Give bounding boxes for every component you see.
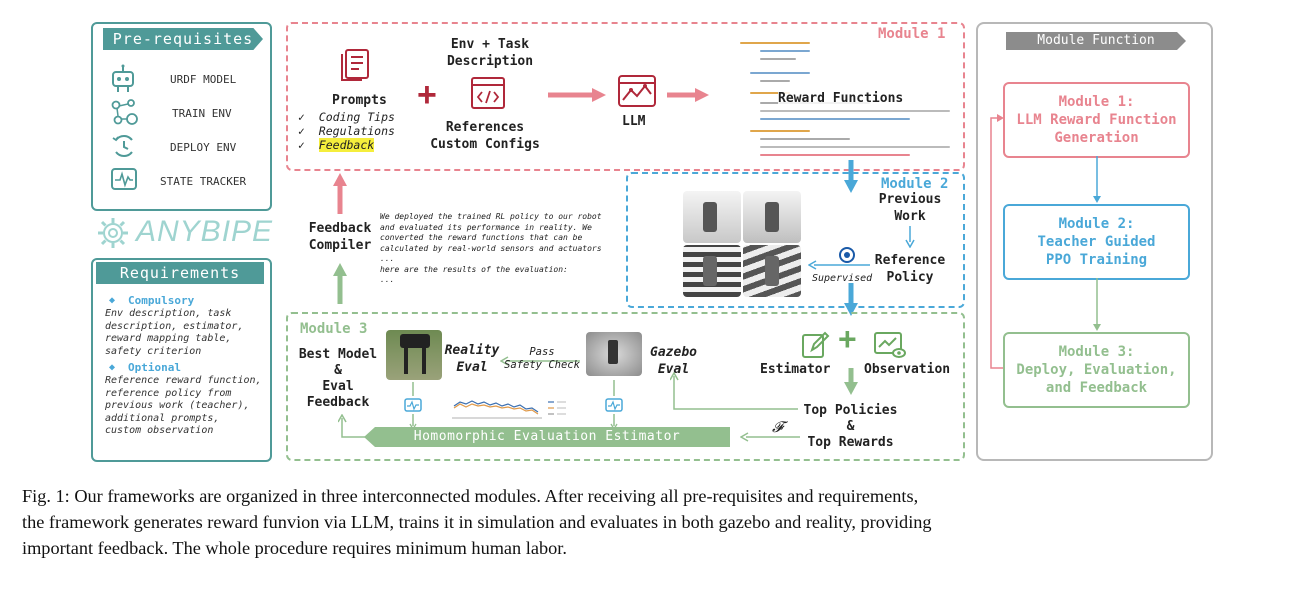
- prompt-item-coding: ✓ Coding Tips: [298, 110, 395, 124]
- module-function-title: Module Function: [1006, 32, 1186, 50]
- arrow-down-small: [409, 382, 417, 398]
- code-snippet: [736, 40, 956, 158]
- reward-functions-label: Reward Functions: [778, 91, 904, 106]
- pass-arrow: [500, 356, 580, 366]
- arrow-down-blue: [1092, 156, 1102, 204]
- pass-safety-label: Pass Safety Check: [504, 346, 580, 371]
- compulsory-label: Compulsory: [128, 294, 195, 307]
- arrow-down-green: [843, 368, 859, 396]
- arrow-down-blue: [843, 283, 859, 317]
- network-icon: [110, 98, 140, 128]
- deploy-cycle-icon: [110, 132, 138, 160]
- optional-label: Optional: [128, 361, 181, 374]
- module-function-box-3: Module 3:Deploy, Evaluation,and Feedback: [1003, 332, 1190, 408]
- robot-figure: [703, 202, 717, 232]
- module1-label: Module 1: [878, 26, 946, 42]
- estimator-bar: [364, 427, 730, 447]
- compulsory-text: Env description, task description, estim…: [105, 308, 244, 357]
- pulse-monitor-icon: [605, 398, 623, 412]
- robot-icon: [110, 64, 136, 94]
- top-policies-label: Top Policies & Top Rewards: [803, 403, 898, 450]
- supervised-label: Supervised: [812, 273, 873, 284]
- plus-icon-green: +: [838, 321, 857, 357]
- optional-text: Reference reward function, reference pol…: [105, 375, 262, 436]
- mini-plot: [450, 392, 576, 424]
- estimator-bar-label: Homomorphic Evaluation Estimator: [413, 429, 681, 444]
- prereq-panel: [91, 22, 272, 211]
- prompts-title: Prompts: [332, 93, 387, 108]
- robot-figure: [765, 202, 779, 232]
- arrow-right: [548, 87, 608, 103]
- diamond-icon: ◆: [109, 295, 116, 306]
- references-label: References Custom Configs: [430, 120, 540, 152]
- feedback-loop-line: [985, 112, 1007, 374]
- prereq-item-deploy: DEPLOY ENV: [170, 141, 237, 154]
- arrow-up-green: [332, 262, 348, 304]
- robot-figure: [608, 340, 618, 364]
- best-model-label: Best Model & Eval Feedback: [298, 347, 378, 410]
- gear-logo-icon: [96, 216, 130, 250]
- llm-label: LLM: [622, 114, 646, 129]
- arrow-right: [667, 87, 711, 103]
- plus-icon: +: [417, 76, 437, 114]
- robot-leg: [422, 348, 426, 374]
- module-function-panel: [976, 22, 1213, 461]
- arrow-down-small: [610, 380, 618, 398]
- observation-icon: [873, 330, 907, 360]
- reality-eval-label: Reality Eval: [444, 343, 500, 375]
- prereq-title: Pre-requisites: [103, 28, 263, 50]
- gazebo-eval-label: Gazebo Eval: [650, 345, 697, 377]
- pulse-monitor-icon: [404, 398, 422, 412]
- robot-figure: [400, 334, 430, 348]
- anybipe-logo: ANYBIPE: [136, 215, 274, 248]
- diamond-icon: ◆: [109, 362, 116, 373]
- env-task-label: Env + Task Description: [446, 37, 534, 69]
- figure-caption: Fig. 1: Our frameworks are organized in …: [22, 486, 932, 558]
- arrow-down-thin: [905, 226, 915, 248]
- module2-label: Module 2: [881, 176, 949, 192]
- prereq-item-tracker: STATE TRACKER: [160, 175, 247, 188]
- previous-work-label: Previous Work: [878, 192, 942, 224]
- supervised-arrow: [808, 260, 870, 270]
- robot-leg: [404, 348, 408, 374]
- code-window-icon: [470, 76, 506, 110]
- prereq-item-urdf: URDF MODEL: [170, 73, 237, 86]
- prompts-doc-icon: [338, 44, 374, 84]
- connector-line: [338, 414, 368, 440]
- pulse-monitor-icon: [110, 166, 138, 192]
- edit-icon: [800, 330, 830, 360]
- llm-icon: [617, 72, 657, 108]
- robot-figure: [703, 256, 717, 286]
- module3-label: Module 3: [300, 321, 368, 337]
- arrow-down-blue: [843, 160, 859, 194]
- connector-line: [670, 372, 800, 412]
- observation-label: Observation: [864, 362, 951, 377]
- reference-policy-label: Reference Policy: [874, 253, 946, 285]
- arrow-up-pink: [332, 172, 348, 214]
- estimator-label: Estimator: [760, 362, 831, 377]
- target-icon: [838, 246, 856, 264]
- prereq-item-train: TRAIN ENV: [172, 107, 232, 120]
- module2-box: [626, 172, 965, 308]
- arrow-down-green: [1092, 278, 1102, 332]
- f-symbol: 𝓕: [772, 420, 784, 436]
- prompt-item-regulations: ✓ Regulations: [298, 124, 395, 138]
- robot-figure: [765, 256, 779, 286]
- feedback-compiler-label: Feedback Compiler: [308, 221, 372, 253]
- prompt-item-feedback: ✓ Feedback: [298, 138, 375, 152]
- arrow-left-small: [740, 432, 800, 442]
- module1-box: [286, 22, 965, 171]
- feedback-text: We deployed the trained RL policy to our…: [380, 212, 602, 284]
- requirements-title: Requirements: [96, 262, 264, 284]
- module3-box: [286, 312, 965, 461]
- requirements-panel: [91, 258, 272, 462]
